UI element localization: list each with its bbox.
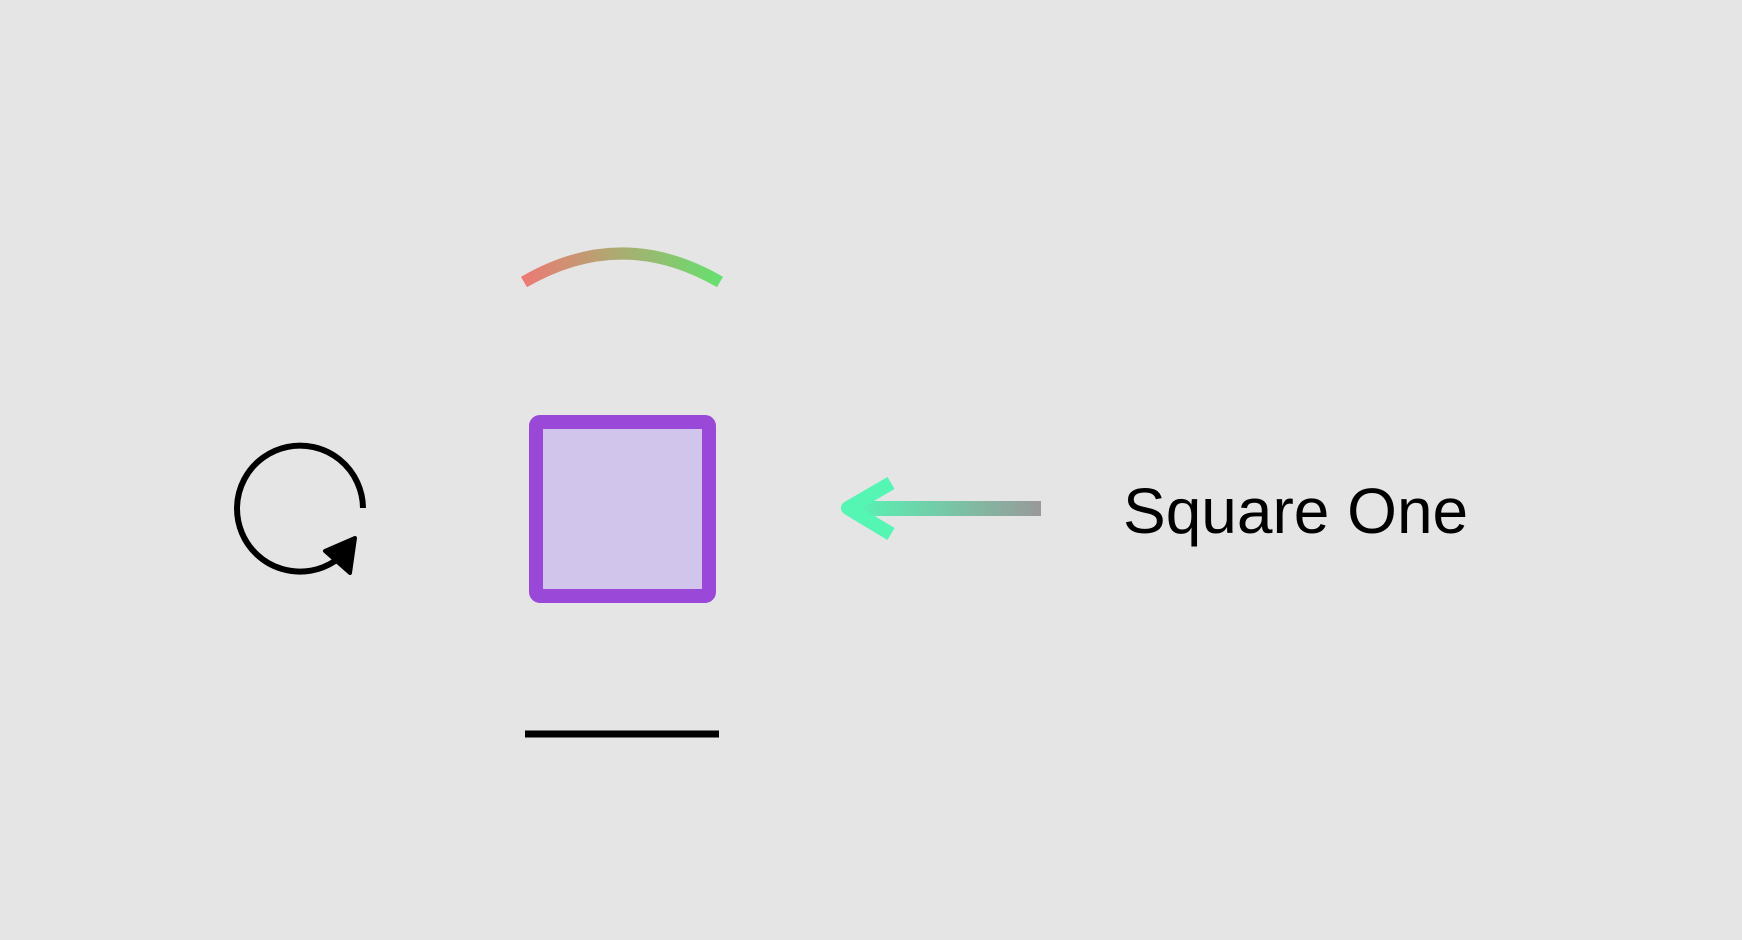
left-arrow-icon	[841, 476, 1041, 540]
rotate-clockwise-icon	[234, 442, 366, 575]
square-shape	[529, 415, 716, 603]
diagram-label: Square One	[1123, 475, 1468, 547]
gradient-arc	[520, 247, 724, 288]
